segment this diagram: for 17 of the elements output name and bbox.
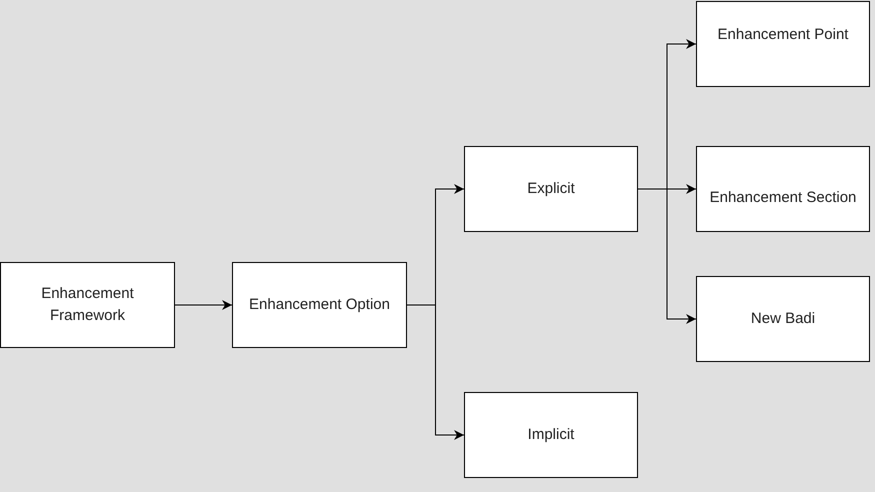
arrow <box>406 304 464 440</box>
process-box <box>232 262 407 348</box>
process-box <box>0 262 175 348</box>
box-label: Enhancement Framework <box>40 284 135 326</box>
box-label: Enhancement Section <box>710 188 856 208</box>
process-box <box>696 1 870 87</box>
box-label: Enhancement Option <box>249 295 390 316</box>
box-label: Enhancement Point <box>718 25 848 46</box>
process-box <box>696 276 870 362</box>
process-box <box>464 392 638 478</box>
box-label: New Badi <box>750 309 816 330</box>
process-box <box>464 146 638 232</box>
process-box <box>696 146 870 232</box>
box-label: Implicit <box>528 425 574 446</box>
arrow <box>174 300 232 310</box>
arrow <box>638 188 696 324</box>
box-label: Explicit <box>527 179 575 200</box>
